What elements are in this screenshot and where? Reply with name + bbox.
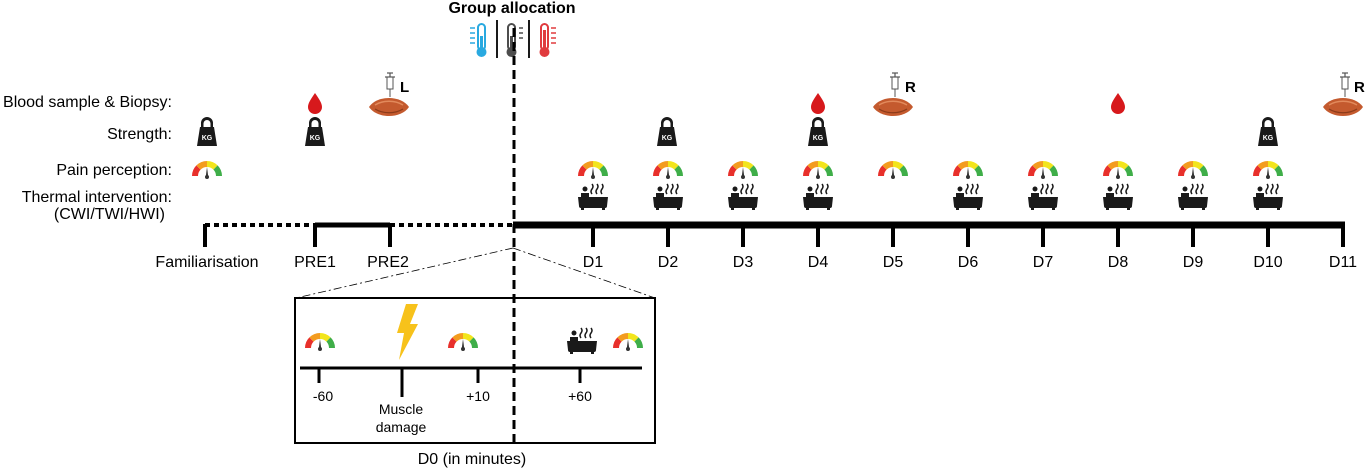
bath-icon xyxy=(802,183,834,211)
syringe-icon xyxy=(889,72,901,98)
tick-day: D8 xyxy=(1108,254,1129,271)
tick-day: D7 xyxy=(1033,254,1054,271)
gauge-icon xyxy=(1178,161,1208,179)
bath-icon xyxy=(566,327,598,355)
inset-tick-plus10: +10 xyxy=(466,388,490,404)
tick-day: D9 xyxy=(1183,254,1204,271)
bath-icon xyxy=(577,183,609,211)
kettlebell-icon xyxy=(197,117,217,146)
timeline xyxy=(203,221,1345,247)
tick-day: D5 xyxy=(883,254,904,271)
row-label-strength: Strength: xyxy=(107,126,172,143)
gauge-icon xyxy=(653,161,683,179)
biopsy-right-label: R xyxy=(1354,79,1365,96)
gauge-icon xyxy=(953,161,983,179)
biopsy-right-label: R xyxy=(905,79,916,96)
gauge-icon xyxy=(878,161,908,179)
muscle-icon xyxy=(368,97,410,117)
blood-drop-icon xyxy=(811,93,825,114)
tick-day: D1 xyxy=(583,254,604,271)
bath-icon xyxy=(1252,183,1284,211)
bath-icon xyxy=(952,183,984,211)
gauge-icon xyxy=(613,333,643,351)
bath-icon xyxy=(1177,183,1209,211)
bath-icon xyxy=(727,183,759,211)
group-allocation-title: Group allocation xyxy=(448,0,575,17)
gauge-icon xyxy=(1253,161,1283,179)
gauge-icon xyxy=(728,161,758,179)
inset-tick-minus60: -60 xyxy=(313,388,333,404)
gauge-icon xyxy=(1028,161,1058,179)
kettlebell-icon xyxy=(657,117,677,146)
row-label-thermal: Thermal intervention: xyxy=(22,189,172,206)
muscle-icon xyxy=(872,97,914,117)
tick-day: D3 xyxy=(733,254,754,271)
tick-day: D2 xyxy=(658,254,679,271)
muscle-damage-label-2: damage xyxy=(376,419,427,435)
tick-pre1: PRE1 xyxy=(294,254,336,271)
tick-familiarisation: Familiarisation xyxy=(155,254,258,271)
tick-day: D10 xyxy=(1253,254,1282,271)
bath-icon xyxy=(1027,183,1059,211)
tick-pre2: PRE2 xyxy=(367,254,409,271)
thermometer-icon xyxy=(470,20,556,58)
gauge-icon xyxy=(1103,161,1133,179)
bath-icon xyxy=(652,183,684,211)
d0-caption: D0 (in minutes) xyxy=(418,451,526,468)
lightning-icon xyxy=(397,304,418,360)
tick-day: D11 xyxy=(1329,254,1357,271)
biopsy-left-label: L xyxy=(400,79,409,96)
muscle-icon xyxy=(1322,97,1364,117)
kettlebell-icon xyxy=(808,117,828,146)
gauge-icon xyxy=(448,333,478,351)
gauge-icon xyxy=(305,333,335,351)
syringe-icon xyxy=(384,72,396,98)
d0-inset-box xyxy=(294,297,656,444)
zoom-line-left xyxy=(295,247,514,299)
zoom-line-right xyxy=(512,247,656,299)
gauge-icon xyxy=(578,161,608,179)
inset-tick-plus60: +60 xyxy=(568,388,592,404)
tick-day: D6 xyxy=(958,254,979,271)
blood-drop-icon xyxy=(1111,93,1125,114)
tick-day: D4 xyxy=(808,254,829,271)
muscle-damage-label-1: Muscle xyxy=(379,401,424,417)
gauge-icon xyxy=(192,161,222,179)
row-label-blood: Blood sample & Biopsy: xyxy=(3,94,172,111)
row-label-pain: Pain perception: xyxy=(56,162,172,179)
bath-icon xyxy=(1102,183,1134,211)
row-label-thermal-sub: (CWI/TWI/HWI) xyxy=(54,206,165,223)
gauge-icon xyxy=(803,161,833,179)
syringe-icon xyxy=(1339,72,1351,98)
kettlebell-icon xyxy=(305,117,325,146)
blood-drop-icon xyxy=(308,93,322,114)
kettlebell-icon xyxy=(1258,117,1278,146)
